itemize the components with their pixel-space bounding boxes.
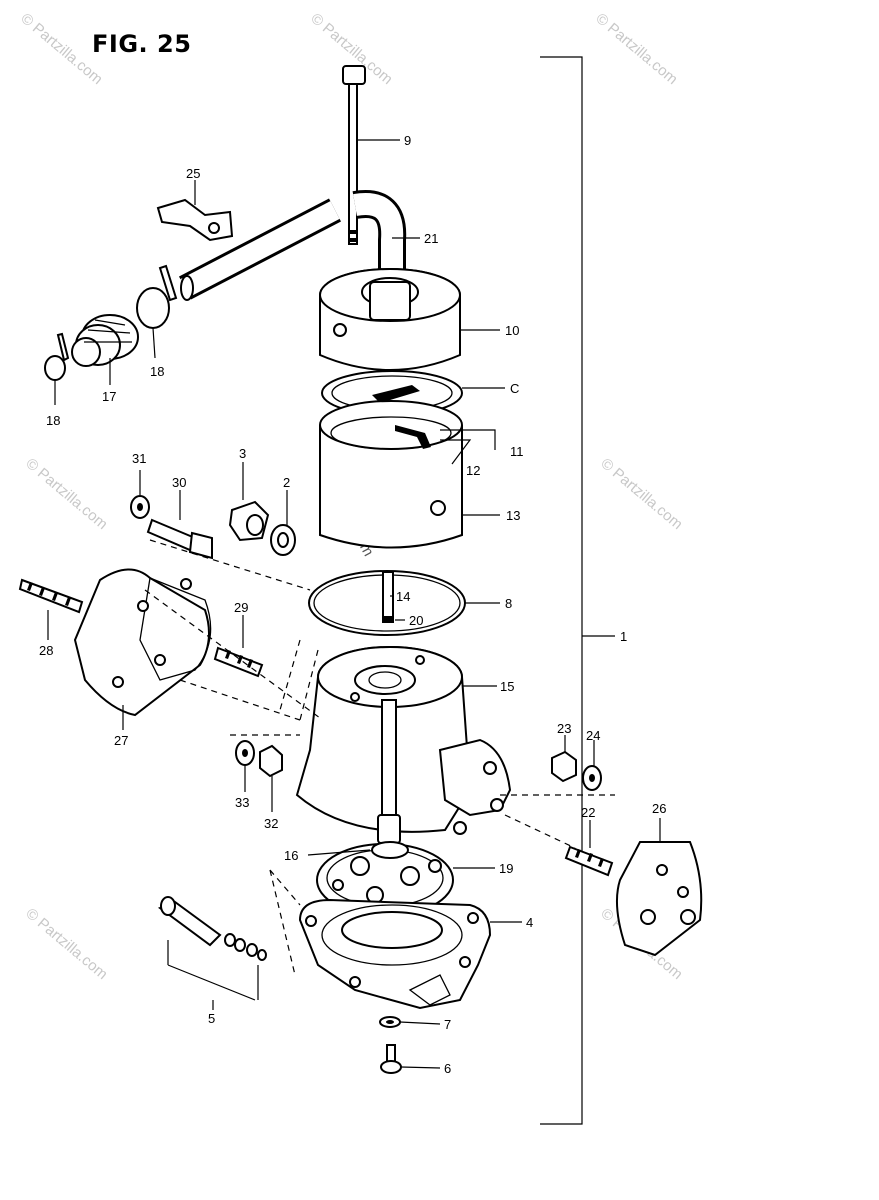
callout-5: 5 [208,1011,215,1026]
callout-10: 10 [505,323,519,338]
callout-2: 2 [283,475,290,490]
callout-19: 19 [499,861,513,876]
watermark: © Partzilla.com [17,10,105,88]
callout-C: C [510,381,519,396]
pump-body-15 [295,646,512,844]
callout-labels: 9 21 25 10 C 11 12 13 17 18 18 31 30 3 2… [39,133,666,1076]
valve-5 [157,896,267,1001]
shaft-14 [382,571,394,623]
bracket-27 [73,568,212,717]
stud-28 [18,578,84,614]
callout-31: 31 [132,451,146,466]
clamp-18 [44,332,70,381]
callout-33: 33 [235,795,249,810]
bolt-9 [342,65,366,245]
boot-17 [71,314,139,367]
leader-lines [47,139,661,1069]
stud-22 [564,845,614,877]
reservoir-4 [298,898,492,1010]
washer-7 [379,1016,401,1028]
callout-14: 14 [396,589,410,604]
alignment-lines [144,539,615,976]
nut-3 [228,500,270,542]
motor-housing-13 [319,400,463,549]
callout-25: 25 [186,166,200,181]
bracket-26 [616,841,703,957]
washer-2 [270,524,296,556]
callout-9: 9 [404,133,411,148]
figure-title: FIG. 25 [92,30,192,58]
nut-32 [259,744,283,778]
callout-24: 24 [586,728,600,743]
callout-23: 23 [557,721,571,736]
watermark: © Partzilla.com [22,455,110,533]
callout-12: 12 [466,463,480,478]
washer-24 [582,765,602,791]
callout-18: 18 [150,364,164,379]
washer-31 [130,495,150,519]
callout-15: 15 [500,679,514,694]
callout-22: 22 [581,805,595,820]
nut-23 [551,750,577,783]
callout-27: 27 [114,733,128,748]
watermark: © Partzilla.com [592,10,680,88]
callout-17: 17 [102,389,116,404]
callout-3: 3 [239,446,246,461]
washer-33 [235,740,255,766]
callout-11: 11 [510,444,524,459]
callout-1: 1 [620,629,627,644]
hose-clip-25 [156,198,234,242]
callout-29: 29 [234,600,248,615]
valve-plate-19 [316,841,454,917]
callout-7: 7 [444,1017,451,1032]
callout-18: 18 [46,413,60,428]
callout-8: 8 [505,596,512,611]
stud-29 [213,646,264,678]
watermark: © Partzilla.com [597,455,685,533]
callout-13: 13 [506,508,520,523]
callout-20: 20 [409,613,423,628]
callout-16: 16 [284,848,298,863]
motor-cap-10 [319,268,461,371]
callout-30: 30 [172,475,186,490]
callout-26: 26 [652,801,666,816]
watermark: © Partzilla.com [22,905,110,983]
hose-21 [179,190,407,301]
callout-21: 21 [424,231,438,246]
clamp-18 [136,264,178,329]
assembly-bracket [540,56,583,1125]
callout-28: 28 [39,643,53,658]
callout-4: 4 [526,915,533,930]
bolt-6 [380,1044,402,1074]
callout-32: 32 [264,816,278,831]
callout-6: 6 [444,1061,451,1076]
bolt-30 [146,518,213,560]
